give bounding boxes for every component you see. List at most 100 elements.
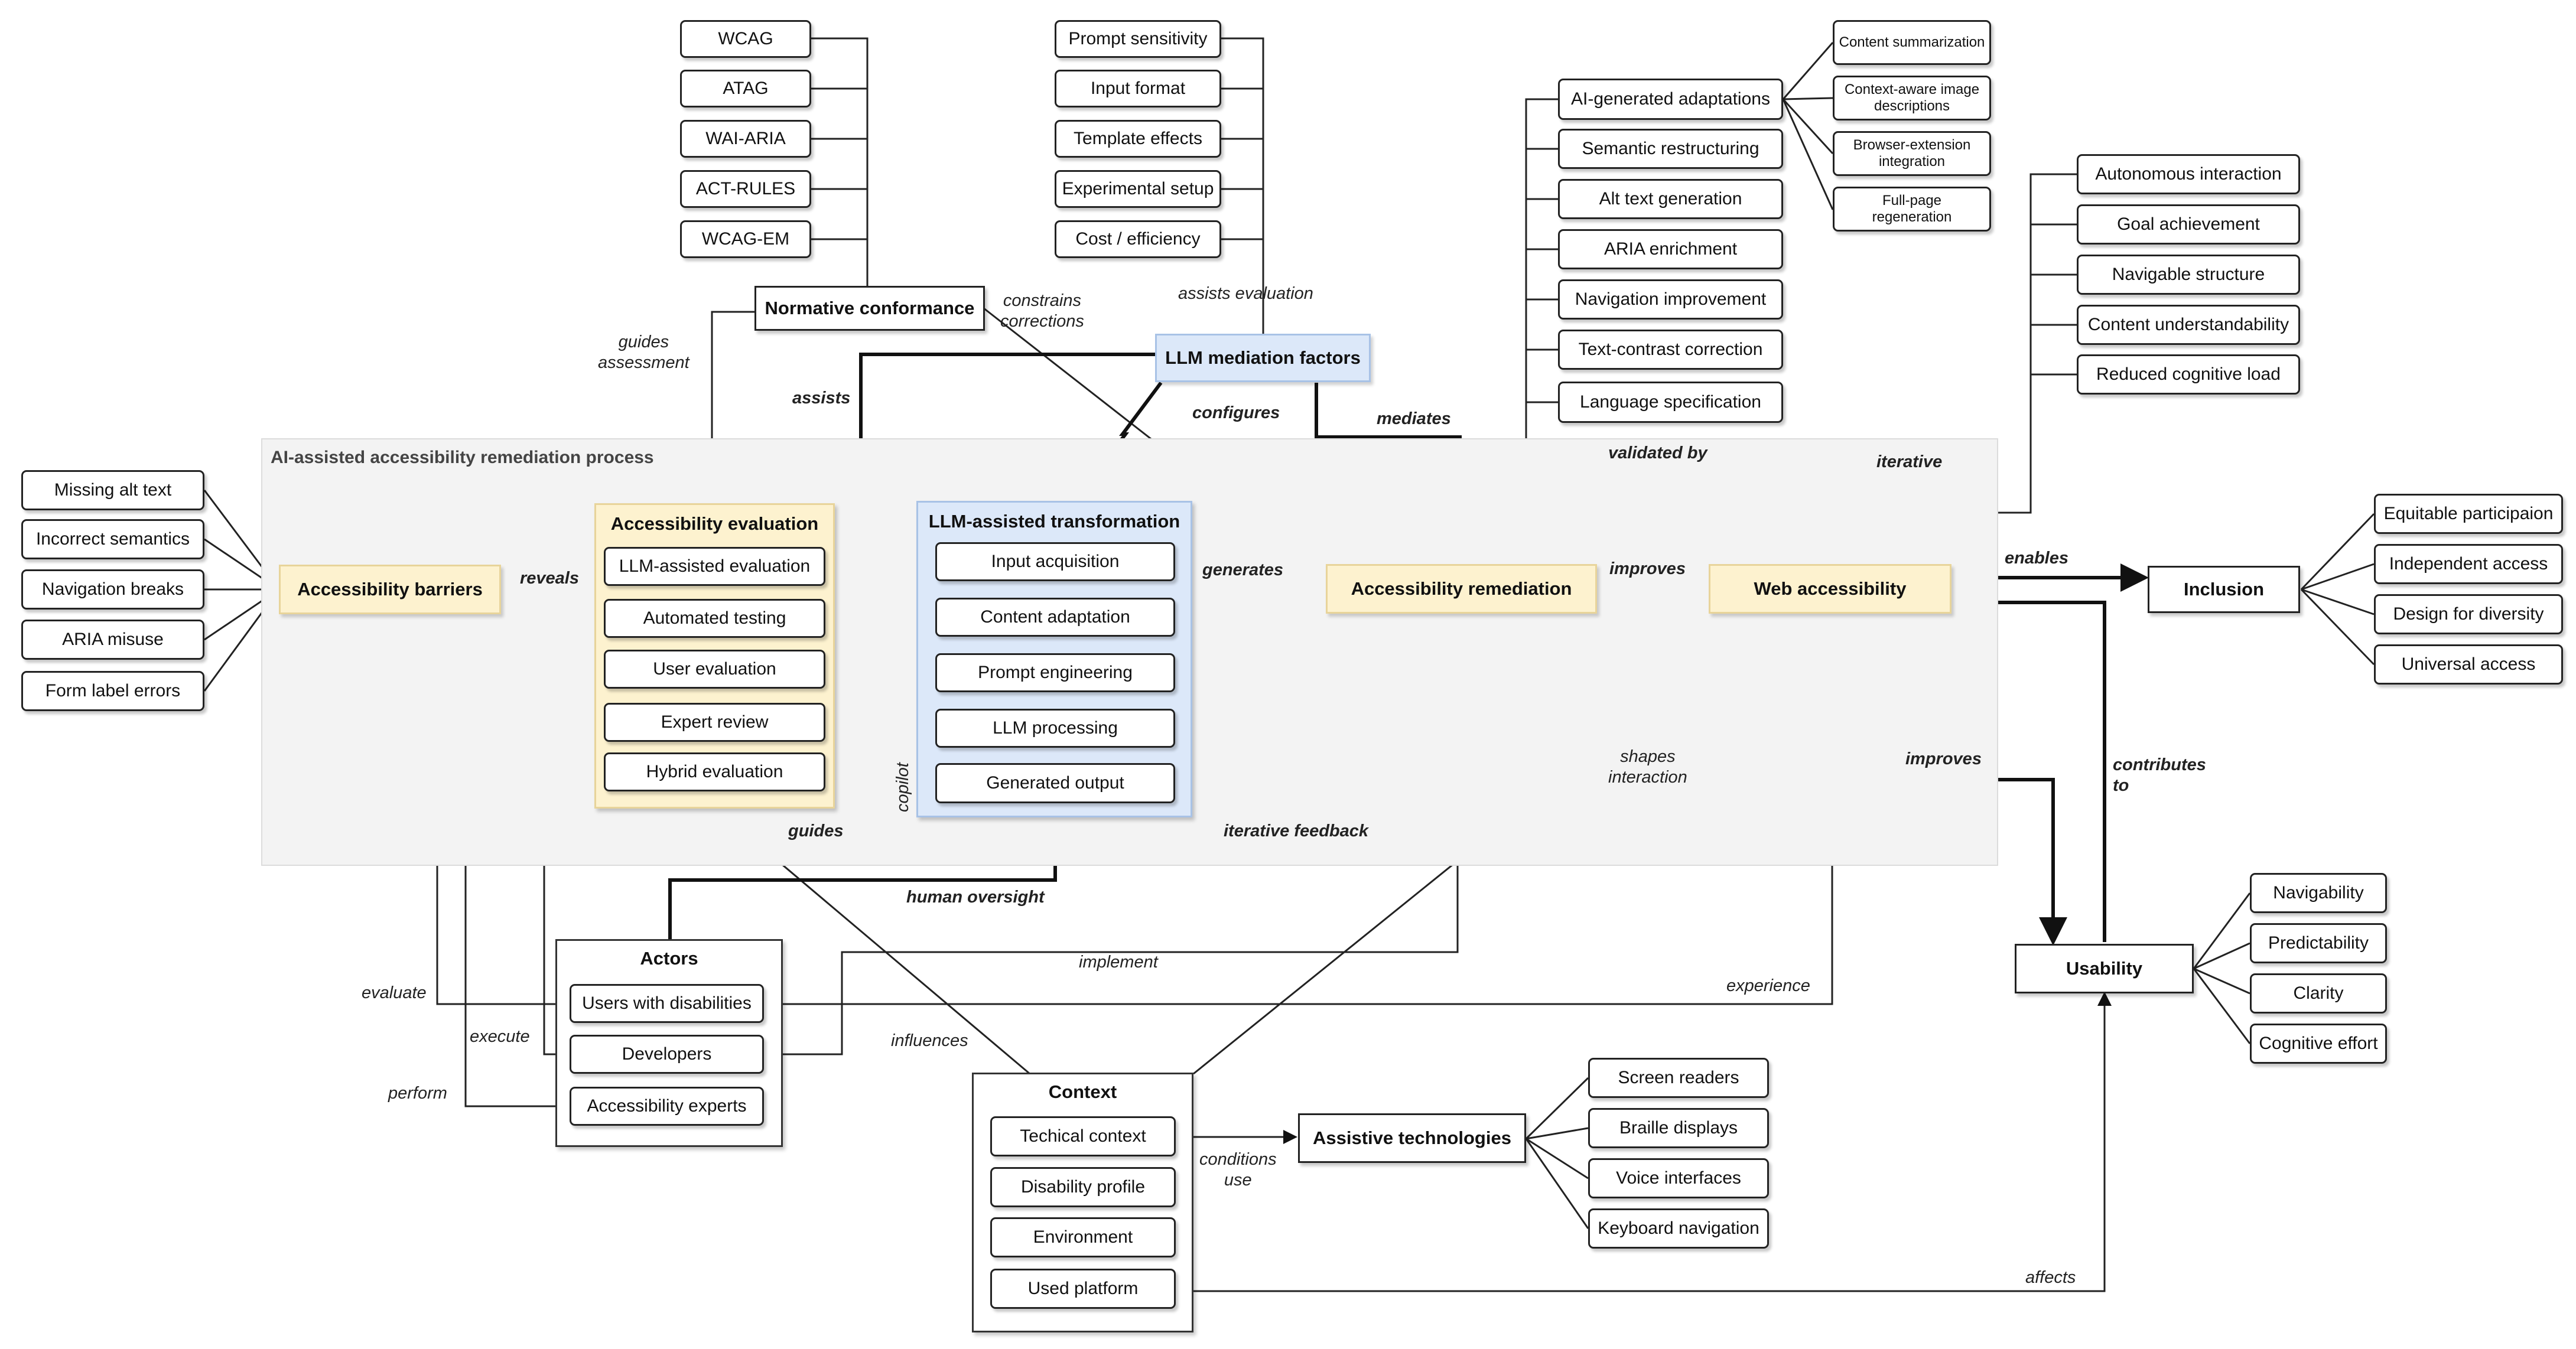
label-improves-web: improves <box>1609 559 1686 578</box>
label-conditions-use: conditions use <box>1199 1150 1277 1190</box>
usability-lines <box>2193 892 2251 1044</box>
iterative-label: iterative <box>1876 452 1943 471</box>
evaluation-title: Accessibility evaluation <box>610 513 819 534</box>
adaptation-sub-lines <box>1782 42 1834 210</box>
node-expert-review: Expert review <box>604 703 825 742</box>
context-title: Context <box>1048 1081 1117 1102</box>
label-guides-assessment: guides assessment <box>598 333 689 372</box>
node-prompt-engineering: Prompt engineering <box>935 653 1175 692</box>
node-accessibility-barriers: Accessibility barriers <box>279 565 501 614</box>
node-incorrect-semantics: Incorrect semantics <box>21 519 204 559</box>
label-affects: affects <box>2025 1268 2076 1287</box>
node-experimental-setup: Experimental setup <box>1055 170 1221 208</box>
node-reduced-cognitive-load: Reduced cognitive load <box>2077 354 2300 395</box>
node-disability-profile: Disability profile <box>990 1167 1176 1207</box>
node-independent-access: Independent access <box>2374 544 2563 584</box>
node-form-label-errors: Form label errors <box>21 671 204 711</box>
label-iterative-feedback: iterative feedback <box>1224 822 1369 840</box>
adaptations-bracket <box>1525 98 1558 568</box>
label-improves-usability: improves <box>1905 750 1982 768</box>
node-atag: ATAG <box>680 70 811 107</box>
node-inclusion: Inclusion <box>2148 566 2300 613</box>
standards-bracket <box>811 37 869 286</box>
node-browser-extension-integration: Browser-extension integration <box>1833 131 1991 176</box>
inclusion-lines <box>2300 513 2375 666</box>
label-experience: experience <box>1726 976 1810 995</box>
node-equitable-participation: Equitable participaion <box>2374 494 2563 534</box>
node-alt-text-generation: Alt text generation <box>1558 179 1783 219</box>
assistive-lines <box>1525 1077 1589 1229</box>
node-assistive-technologies: Assistive technologies <box>1298 1113 1526 1163</box>
node-cognitive-effort: Cognitive effort <box>2250 1024 2387 1064</box>
label-mediates: mediates <box>1377 409 1451 428</box>
node-content-adaptation: Content adaptation <box>935 598 1175 637</box>
node-keyboard-navigation: Keyboard navigation <box>1588 1208 1769 1249</box>
node-llm-processing: LLM processing <box>935 709 1175 748</box>
label-reveals: reveals <box>520 569 579 588</box>
node-template-effects: Template effects <box>1055 120 1221 158</box>
node-used-platform: Used platform <box>990 1269 1176 1309</box>
node-usability: Usability <box>2015 944 2194 993</box>
label-contributes-to: contributes to <box>2113 755 2206 795</box>
label-shapes-interaction: shapes interaction <box>1608 747 1687 787</box>
node-content-summarization: Content summarization <box>1833 20 1991 65</box>
label-influences: influences <box>891 1031 968 1050</box>
node-voice-interfaces: Voice interfaces <box>1588 1158 1769 1198</box>
node-predictability: Predictability <box>2250 923 2387 963</box>
node-users-with-disabilities: Users with disabilities <box>570 984 764 1023</box>
actors-title: Actors <box>640 948 698 969</box>
label-implement: implement <box>1079 953 1158 972</box>
affects-edge <box>1193 992 2112 1292</box>
label-execute: execute <box>470 1027 530 1046</box>
label-evaluate: evaluate <box>362 983 427 1002</box>
node-environment: Environment <box>990 1217 1176 1257</box>
node-user-evaluation: User evaluation <box>604 650 825 689</box>
label-copilot: copilot <box>893 763 912 812</box>
node-normative-conformance: Normative conformance <box>754 286 985 331</box>
node-web-accessibility: Web accessibility <box>1709 564 1951 614</box>
node-braille-displays: Braille displays <box>1588 1108 1769 1148</box>
label-guides: guides <box>788 822 844 840</box>
node-accessibility-experts: Accessibility experts <box>570 1087 764 1126</box>
node-ai-generated-adaptations: AI-generated adaptations <box>1558 79 1783 120</box>
node-navigation-breaks: Navigation breaks <box>21 569 204 610</box>
barrier-lines <box>203 490 280 692</box>
node-prompt-sensitivity: Prompt sensitivity <box>1055 20 1221 58</box>
node-content-understandability: Content understandability <box>2077 305 2300 345</box>
label-assists-evaluation: assists evaluation <box>1178 284 1313 303</box>
node-missing-alt-text: Missing alt text <box>21 470 204 510</box>
label-validated-by: validated by <box>1608 444 1707 462</box>
node-llm-mediation-factors: LLM mediation factors <box>1155 334 1371 382</box>
label-assists: assists <box>792 389 851 408</box>
node-act-rules: ACT-RULES <box>680 170 811 208</box>
node-navigation-improvement: Navigation improvement <box>1558 279 1783 320</box>
node-aria-misuse: ARIA misuse <box>21 620 204 660</box>
node-wcag: WCAG <box>680 20 811 58</box>
node-developers: Developers <box>570 1035 764 1074</box>
node-full-page-regeneration: Full-page regeneration <box>1833 187 1991 232</box>
label-enables: enables <box>2005 549 2068 568</box>
label-human-oversight: human oversight <box>906 888 1045 907</box>
node-generated-output: Generated output <box>935 763 1175 803</box>
node-llm-assisted-evaluation: LLM-assisted evaluation <box>604 547 825 586</box>
node-universal-access: Universal access <box>2374 644 2563 685</box>
node-semantic-restructuring: Semantic restructuring <box>1558 129 1783 169</box>
label-configures: configures <box>1192 403 1280 422</box>
label-perform: perform <box>388 1084 447 1103</box>
node-cost-efficiency: Cost / efficiency <box>1055 220 1221 258</box>
contributes-to-edge <box>1952 588 2106 942</box>
transformation-title: LLM-assisted transformation <box>928 511 1180 532</box>
node-navigability: Navigability <box>2250 873 2387 913</box>
remediation-process-title: AI-assisted accessibility remediation pr… <box>271 448 654 467</box>
node-wcag-em: WCAG-EM <box>680 220 811 258</box>
node-design-for-diversity: Design for diversity <box>2374 594 2563 634</box>
node-aria-enrichment: ARIA enrichment <box>1558 229 1783 269</box>
node-autonomous-interaction: Autonomous interaction <box>2077 154 2300 194</box>
node-language-specification: Language specification <box>1558 382 1783 423</box>
node-clarity: Clarity <box>2250 973 2387 1014</box>
node-automated-testing: Automated testing <box>604 599 825 638</box>
node-technical-context: Techical context <box>990 1116 1176 1156</box>
label-generates: generates <box>1202 561 1284 579</box>
node-hybrid-evaluation: Hybrid evaluation <box>604 752 825 791</box>
mediation-bracket <box>1221 37 1264 337</box>
